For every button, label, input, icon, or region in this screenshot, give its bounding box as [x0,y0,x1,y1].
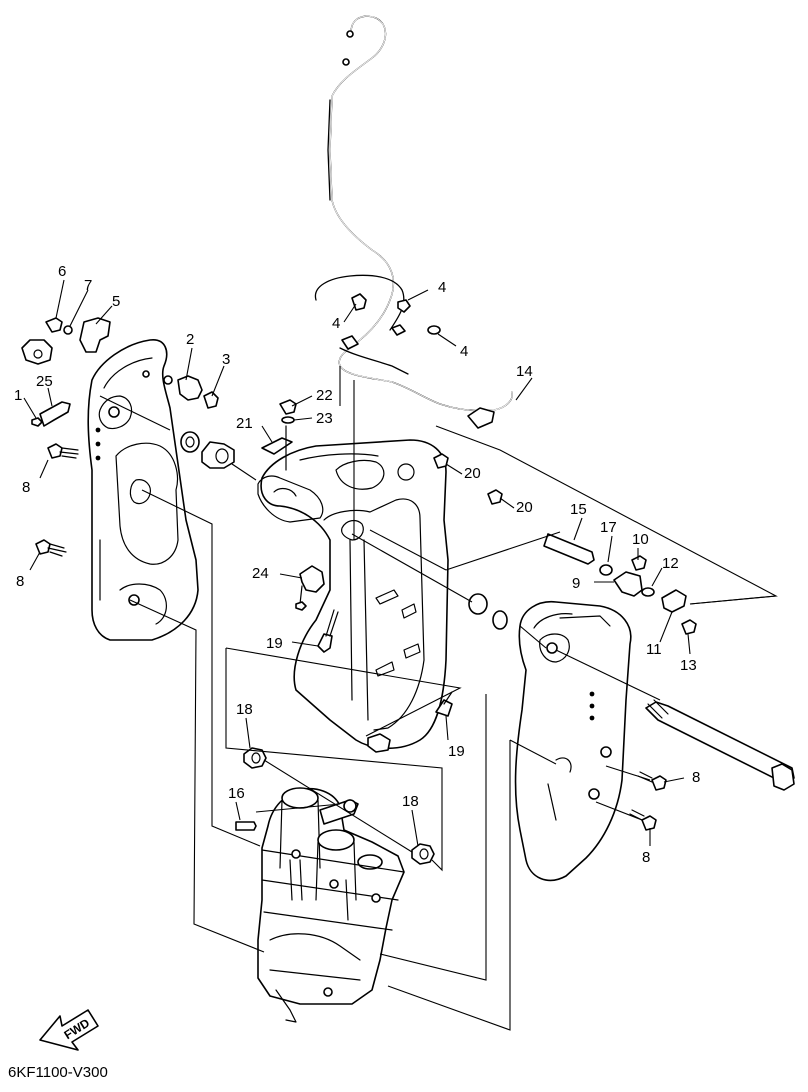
power-trim-unit [257,787,405,1023]
callout-15: 15 [570,501,587,518]
flange-nut [21,339,53,365]
left-pivot-parts [177,375,235,469]
washer-23 [281,416,295,424]
callout-8a: 8 [22,479,30,496]
bolt-10 [631,555,647,571]
pin-15 [543,533,595,565]
bolt-8d [641,815,657,831]
bolt-19a [317,633,333,653]
clamp-4c [427,325,441,335]
callout-19b: 19 [448,743,465,760]
clip-5 [79,317,111,353]
callout-8c: 8 [692,769,700,786]
washer-7 [63,325,73,335]
callout-7: 7 [84,277,92,294]
callout-20a: 20 [464,465,481,482]
callout-24: 24 [252,565,269,582]
bolt-22 [279,399,297,415]
callout-19a: 19 [266,635,283,652]
bolt-8a [47,443,63,459]
callout-8d: 8 [642,849,650,866]
clip-25 [39,401,71,427]
ground-cable [314,15,513,429]
cable-clamp-4-group [351,293,441,335]
bushing-18a [243,747,267,769]
bolt-13 [681,619,697,635]
bolt-6 [45,317,63,333]
callout-18b: 18 [402,793,419,810]
right-clamp-bracket [514,601,632,882]
clamp-4b [397,299,411,313]
bushing-right [468,593,488,615]
bolt-19b [435,699,453,717]
fwd-arrow: FWD [39,1009,99,1051]
callout-25: 25 [36,373,53,390]
bolt-3 [203,391,219,409]
swivel-small-parts [261,399,503,717]
ring-12 [641,587,655,597]
callout-5: 5 [112,293,120,310]
callout-leaders [23,279,691,847]
callout-18a: 18 [236,701,253,718]
nut-20b [487,489,503,505]
callout-9: 9 [572,575,580,592]
callout-16: 16 [228,785,245,802]
washer-right [492,610,508,630]
swivel-bracket [257,439,449,753]
stopper-11 [661,589,687,613]
callout-23: 23 [316,410,333,427]
callout-labels: 1 2 3 4 4 4 5 6 7 8 8 8 8 9 10 11 12 13 … [14,263,700,866]
callout-17: 17 [600,519,617,536]
bushing-left [201,441,235,469]
callout-6: 6 [58,263,66,280]
callout-8b: 8 [16,573,24,590]
callout-13: 13 [680,657,697,674]
washer-left [180,431,200,453]
clip-2 [177,375,203,401]
callout-1: 1 [14,387,22,404]
bolt-8c [651,775,667,791]
callout-4b: 4 [332,315,340,332]
callout-22: 22 [316,387,333,404]
plate-21 [261,437,293,455]
lever-9 [613,571,643,597]
callout-10: 10 [632,531,649,548]
clip-24 [299,565,325,593]
callout-21: 21 [236,415,253,432]
callout-3: 3 [222,351,230,368]
bushing-18b [411,843,435,865]
callout-11: 11 [646,641,662,658]
callout-14: 14 [516,363,533,380]
right-side-parts [468,533,795,831]
left-small-parts [21,317,111,557]
callout-4c: 4 [460,343,468,360]
nut-20a [433,453,449,469]
callout-2: 2 [186,331,194,348]
clamp-4a [351,293,367,311]
bolt-8b [35,539,51,555]
cylinder-mount-parts [235,747,435,865]
callout-12: 12 [662,555,679,572]
pin-16 [235,821,257,831]
ring-17 [599,564,613,576]
diagram-code: 6KF1100-V300 [8,1064,108,1081]
callout-4a: 4 [438,279,446,296]
screw-1 [31,417,43,427]
assembly-lines [99,366,778,1031]
callout-20b: 20 [516,499,533,516]
